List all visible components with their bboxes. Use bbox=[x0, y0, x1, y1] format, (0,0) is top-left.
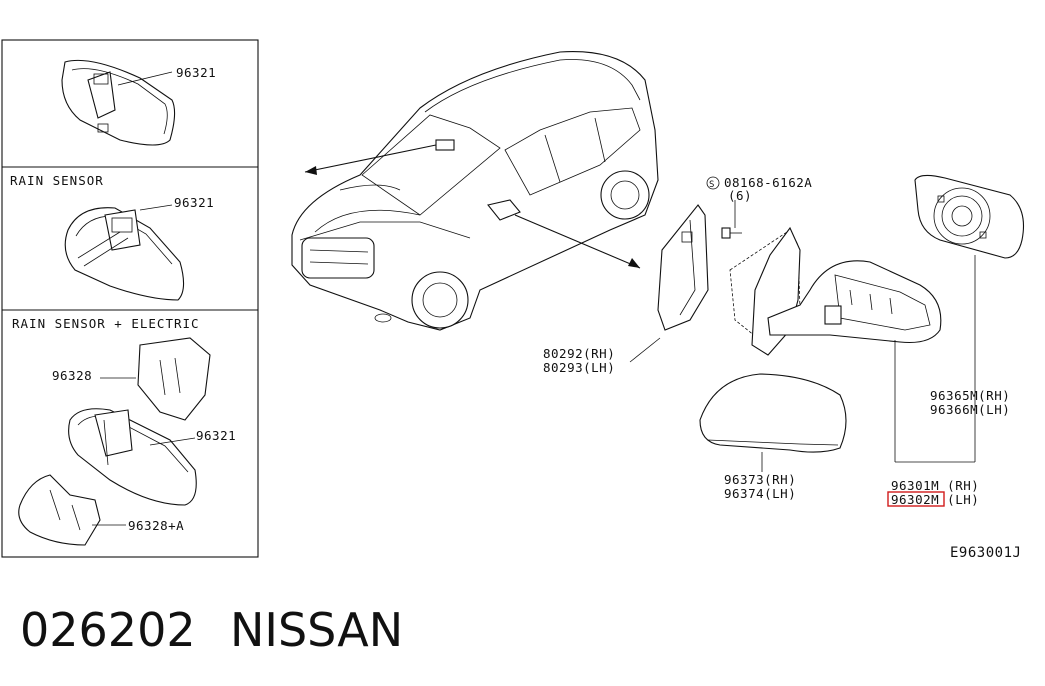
cover-lh-label: 96374(LH) bbox=[724, 486, 796, 501]
p3-cover-label: 96328 bbox=[52, 368, 92, 383]
p3-title: RAIN SENSOR + ELECTRIC bbox=[12, 316, 200, 331]
diagram-id: E963001J bbox=[950, 545, 1021, 561]
p2-part-label: 96321 bbox=[174, 195, 214, 210]
vehicle-drawing bbox=[291, 51, 659, 331]
caption-brand: NISSAN bbox=[230, 603, 403, 657]
base-lh-label: 80293(LH) bbox=[543, 360, 615, 375]
p1-part-label: 96321 bbox=[176, 65, 216, 80]
p3-cover-a-label: 96328+A bbox=[128, 518, 184, 533]
mirror-base-drawing bbox=[629, 204, 709, 363]
caption-code: 026202 bbox=[20, 603, 196, 657]
leader-arrows bbox=[304, 144, 641, 269]
screw-code-label: 08168-6162A bbox=[724, 175, 812, 190]
assy-lh-label: 96302M (LH) bbox=[891, 492, 979, 507]
svg-text:S: S bbox=[709, 180, 715, 190]
assy-rh-label: 96301M (RH) bbox=[891, 478, 979, 493]
mirror-rain-sensor-drawing bbox=[64, 204, 185, 301]
cover-rh-label: 96373(RH) bbox=[724, 472, 796, 487]
highlight-box bbox=[887, 491, 945, 507]
glass-lh-label: 96366M(LH) bbox=[930, 402, 1010, 417]
mirror-cover-drawing bbox=[699, 373, 847, 472]
mirror-electric-drawing bbox=[18, 337, 211, 546]
inset-panels bbox=[1, 39, 259, 558]
p3-mirror-label: 96321 bbox=[196, 428, 236, 443]
base-rh-label: 80292(RH) bbox=[543, 346, 615, 361]
mirror-housing-drawing bbox=[729, 226, 975, 463]
mirror-basic-drawing bbox=[61, 59, 176, 146]
p2-title: RAIN SENSOR bbox=[10, 173, 104, 188]
glass-rh-label: 96365M(RH) bbox=[930, 388, 1010, 403]
screw-drawing: S bbox=[706, 176, 742, 239]
mirror-glass-drawing bbox=[914, 174, 1025, 462]
screw-qty-label: (6) bbox=[728, 188, 752, 203]
